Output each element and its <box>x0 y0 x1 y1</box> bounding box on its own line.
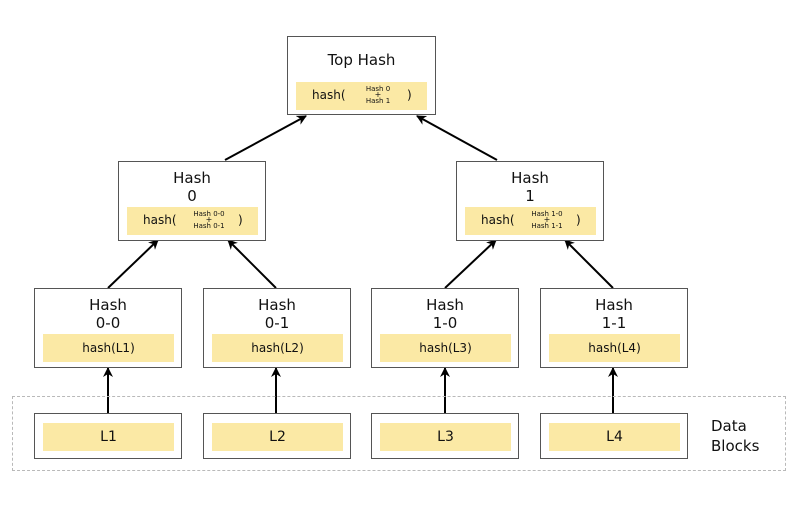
hash-1-0-formula: hash(L3) <box>380 334 511 362</box>
top-hash-close: ) <box>407 88 412 102</box>
hash-0-title-line1: Hash <box>173 169 211 187</box>
top-hash-formula: hash( Hash 0 + Hash 1 ) <box>296 82 427 110</box>
hash-0-args: Hash 0-0 + Hash 0-1 <box>185 210 233 230</box>
hash-0-formula: hash( Hash 0-0 + Hash 0-1 ) <box>127 207 258 235</box>
arrow-hash0-to-top <box>224 115 307 161</box>
hash-0-1-title-line2: 0-1 <box>264 314 290 332</box>
data-block-l2: L2 <box>203 413 351 459</box>
hash-0-1-title-line1: Hash <box>258 296 296 314</box>
hash-1-1-title-line2: 1-1 <box>601 314 627 332</box>
hash-1-node: Hash 1 hash( Hash 1-0 + Hash 1-1 ) <box>456 161 604 241</box>
hash-1-1-formula: hash(L4) <box>549 334 680 362</box>
data-blocks-region <box>12 396 786 471</box>
top-hash-arg2: Hash 1 <box>365 97 391 105</box>
data-block-l1-fill: L1 <box>43 423 174 451</box>
arrow-hash10-to-hash1 <box>444 239 497 289</box>
data-blocks-label-line1: Data <box>711 417 747 435</box>
hash-0-0-content: hash(L1) <box>82 341 135 355</box>
data-block-l1-label: L1 <box>100 429 117 445</box>
top-hash-arg1: Hash 0 <box>365 85 391 93</box>
hash-0-arg2: Hash 0-1 <box>193 222 225 230</box>
hash-1-0-title-line1: Hash <box>426 296 464 314</box>
hash-0-1-formula: hash(L2) <box>212 334 343 362</box>
hash-1-1-content: hash(L4) <box>588 341 641 355</box>
hash-1-arg2: Hash 1-1 <box>531 222 563 230</box>
hash-1-0-content: hash(L3) <box>419 341 472 355</box>
hash-1-args: Hash 1-0 + Hash 1-1 <box>523 210 571 230</box>
hash-0-title-line2: 0 <box>187 187 197 205</box>
data-block-l2-fill: L2 <box>212 423 343 451</box>
hash-1-fn: hash( <box>481 213 515 227</box>
hash-0-1-content: hash(L2) <box>251 341 304 355</box>
data-block-l3-label: L3 <box>437 429 454 445</box>
hash-1-1-node: Hash 1-1 hash(L4) <box>540 288 688 368</box>
data-block-l2-label: L2 <box>269 429 286 445</box>
hash-1-title-line1: Hash <box>511 169 549 187</box>
hash-1-title-line2: 1 <box>525 187 535 205</box>
top-hash-plus: + <box>374 90 382 99</box>
data-block-l4: L4 <box>540 413 688 459</box>
hash-0-arg1: Hash 0-0 <box>193 210 225 218</box>
hash-0-close: ) <box>238 213 243 227</box>
arrow-hash11-to-hash1 <box>564 239 614 289</box>
hash-1-arg1: Hash 1-0 <box>531 210 563 218</box>
data-blocks-label-line2: Blocks <box>711 437 760 455</box>
hash-0-node: Hash 0 hash( Hash 0-0 + Hash 0-1 ) <box>118 161 266 241</box>
hash-0-0-formula: hash(L1) <box>43 334 174 362</box>
hash-1-close: ) <box>576 213 581 227</box>
top-hash-title: Top Hash <box>327 51 396 69</box>
hash-0-fn: hash( <box>143 213 177 227</box>
data-block-l1: L1 <box>34 413 182 459</box>
data-block-l3: L3 <box>371 413 519 459</box>
hash-1-0-title-line2: 1-0 <box>432 314 458 332</box>
hash-0-plus: + <box>205 215 213 224</box>
top-hash-args: Hash 0 + Hash 1 <box>358 85 398 105</box>
arrow-hash1-to-top <box>416 115 498 161</box>
hash-0-0-title-line1: Hash <box>89 296 127 314</box>
arrow-hash01-to-hash0 <box>227 239 277 289</box>
hash-1-plus: + <box>543 215 551 224</box>
data-blocks-label: Data Blocks <box>711 416 759 456</box>
top-hash-node: Top Hash hash( Hash 0 + Hash 1 ) <box>287 36 436 115</box>
hash-1-1-title-line1: Hash <box>595 296 633 314</box>
arrow-hash00-to-hash0 <box>107 239 159 289</box>
hash-0-0-title-line2: 0-0 <box>95 314 121 332</box>
hash-0-0-node: Hash 0-0 hash(L1) <box>34 288 182 368</box>
hash-1-0-node: Hash 1-0 hash(L3) <box>371 288 519 368</box>
top-hash-fn: hash( <box>312 88 346 102</box>
data-block-l3-fill: L3 <box>380 423 511 451</box>
hash-1-formula: hash( Hash 1-0 + Hash 1-1 ) <box>465 207 596 235</box>
data-block-l4-fill: L4 <box>549 423 680 451</box>
data-block-l4-label: L4 <box>606 429 623 445</box>
hash-0-1-node: Hash 0-1 hash(L2) <box>203 288 351 368</box>
